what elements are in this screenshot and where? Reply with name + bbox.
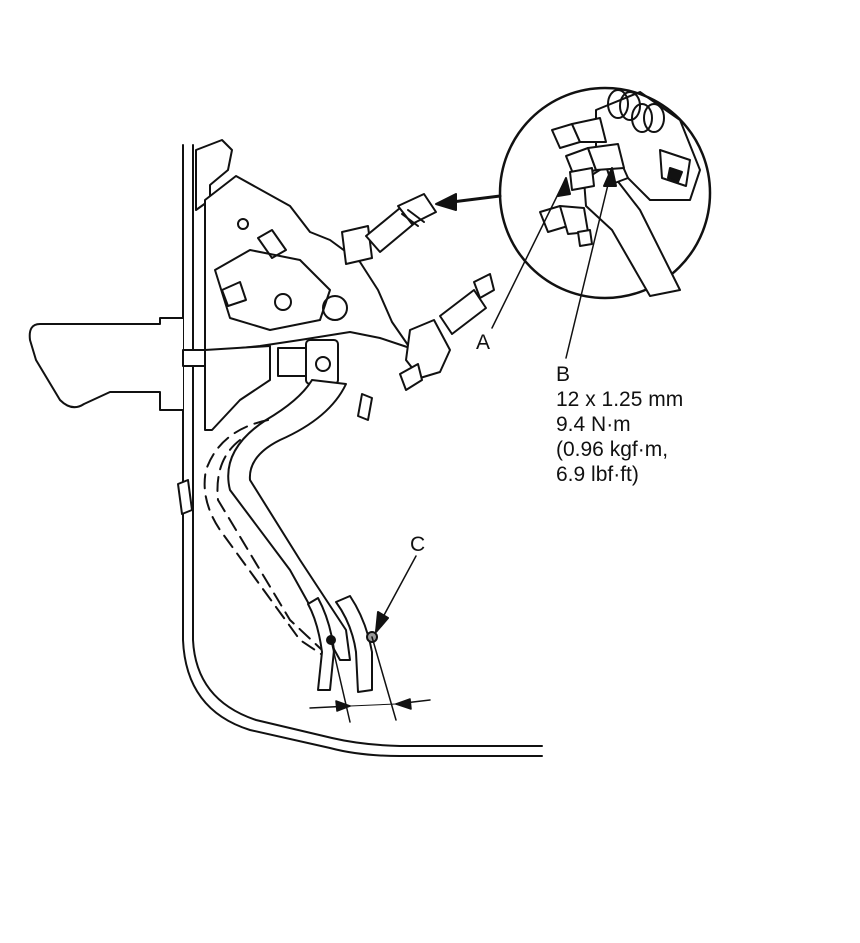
- detail-pointer-arrow: [435, 193, 502, 211]
- bracket-slot: [257, 229, 287, 259]
- pedal-pad: [335, 595, 373, 693]
- pedal-stop-tab: [357, 393, 373, 421]
- torque-kgf: (0.96 kgf·m,: [556, 438, 669, 461]
- firewall-floor-line: [182, 144, 543, 757]
- pedal-arm: [227, 379, 351, 661]
- pedal-bracket-lower: [204, 345, 271, 431]
- floor-clip: [177, 479, 193, 515]
- torque-lbf: 6.9 lbf·ft): [556, 463, 639, 486]
- callout-b-label: B: [556, 363, 571, 386]
- pedal-pivot-housing: [305, 339, 339, 385]
- lower-switch: [399, 273, 495, 391]
- callout-a-label: A: [476, 331, 491, 354]
- thread-size: 12 x 1.25 mm: [556, 388, 684, 411]
- bracket-hole-2: [322, 295, 348, 321]
- pedal-pivot-bolt: [315, 356, 331, 372]
- leader-b: [565, 167, 613, 359]
- pedal-arm-ghost: [203, 419, 331, 661]
- torque-spec: 12 x 1.25 mm 9.4 N·m (0.96 kgf·m, 6.9 lb…: [556, 387, 683, 487]
- leader-c-arrow: [375, 611, 389, 633]
- pedal-pivot-block: [277, 347, 309, 377]
- leader-a: [491, 177, 567, 329]
- bracket-rib: [214, 249, 331, 331]
- leader-b-arrow: [603, 167, 617, 187]
- pedal-pad-ghost: [307, 597, 335, 691]
- upper-switch: [341, 193, 437, 265]
- dash-panel: [28, 317, 184, 411]
- pedal-bracket: [204, 175, 411, 351]
- firewall-floor-inner-line: [192, 144, 543, 747]
- bracket-cutout: [221, 281, 247, 307]
- firewall-bracket-top: [195, 139, 233, 211]
- detail-view: [539, 89, 701, 297]
- callout-c-label: C: [410, 533, 426, 556]
- bracket-hole-1: [237, 218, 249, 230]
- dash-bracket: [182, 349, 206, 367]
- leader-a-arrow: [557, 177, 571, 197]
- bracket-hole-3: [274, 293, 292, 311]
- torque-nm: 9.4 N·m: [556, 413, 631, 436]
- free-play-dimension: [309, 636, 431, 723]
